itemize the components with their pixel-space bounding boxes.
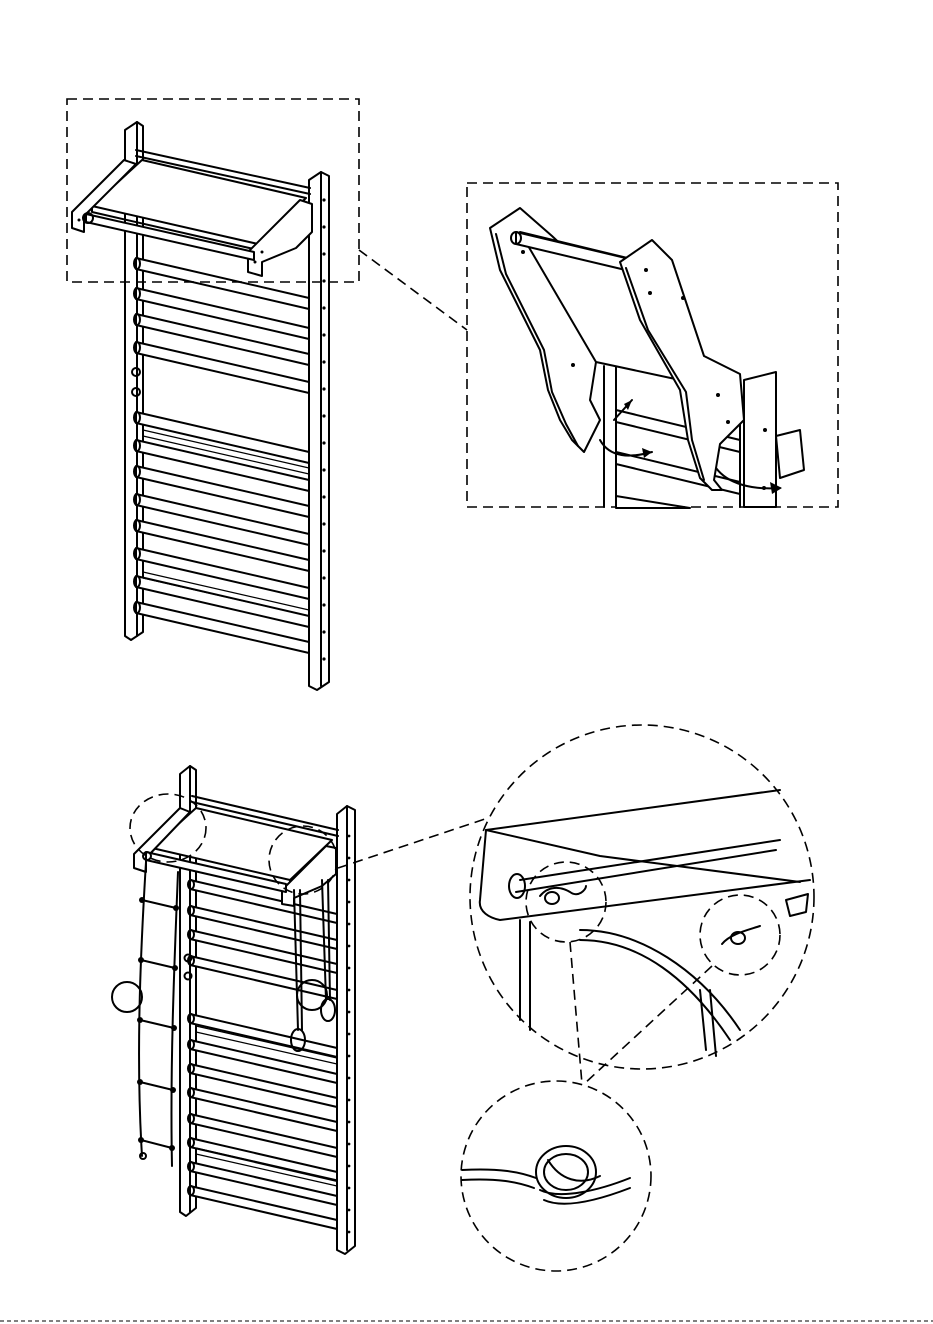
bottom-pull-up-attachment xyxy=(134,796,338,906)
top-callout-leader xyxy=(359,250,467,330)
pull-up-bar-attachment xyxy=(72,150,312,276)
bottom-callout-leader xyxy=(338,818,488,868)
knot-leader-1 xyxy=(570,942,582,1084)
detail-knot-closeup xyxy=(461,1081,651,1271)
detail-bracket-hooking xyxy=(467,183,838,508)
rope-ladder xyxy=(112,862,179,1166)
detail-knot-tie xyxy=(470,725,814,1069)
knot-leader-2 xyxy=(584,966,712,1084)
